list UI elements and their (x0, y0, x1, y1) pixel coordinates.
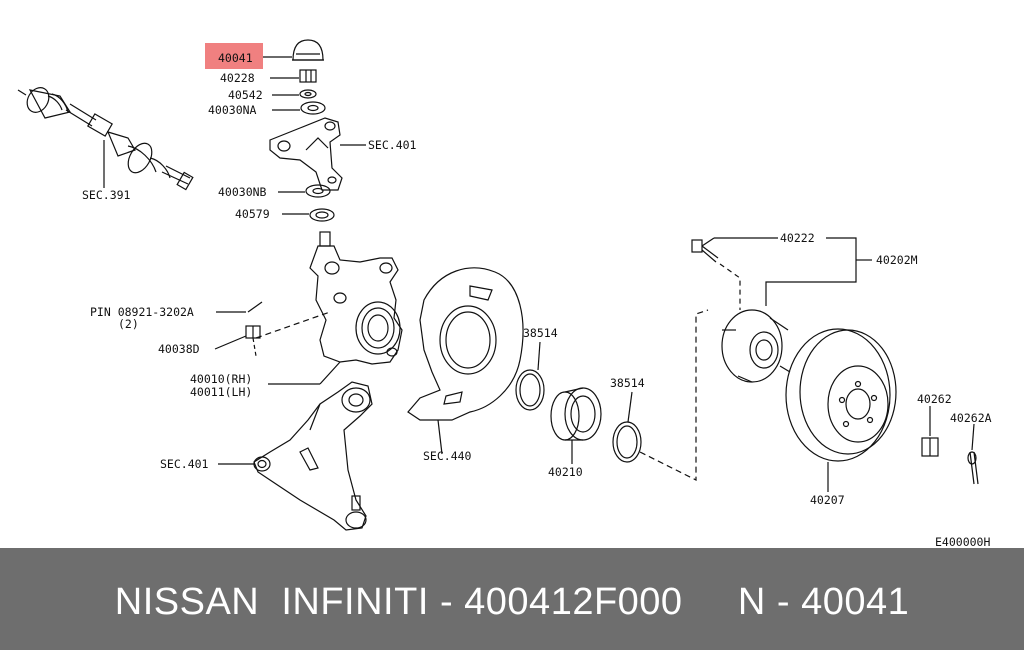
label-40010-rh[interactable]: 40010(RH) (190, 372, 252, 386)
label-40041[interactable]: 40041 (218, 51, 253, 65)
steering-knuckle-icon (309, 231, 403, 365)
brake-disc-icon (785, 328, 897, 462)
wheel-hub-icon (721, 309, 791, 383)
dust-shield-icon (407, 267, 524, 421)
lower-control-arm-icon (253, 381, 373, 531)
label-sec-401-bottom[interactable]: SEC.401 (160, 457, 209, 471)
label-40542[interactable]: 40542 (228, 88, 263, 102)
parts-diagram: SEC.391 40041 40228 40542 40030NA SEC.40… (17, 39, 992, 548)
label-sec-391[interactable]: SEC.391 (82, 188, 131, 202)
wheel-bearing-icon (550, 387, 602, 441)
bearing-40030nb-icon (305, 184, 331, 198)
label-38514-a[interactable]: 38514 (523, 326, 558, 340)
seal-40579-icon (309, 208, 335, 222)
label-40011-lh[interactable]: 40011(LH) (190, 385, 252, 399)
label-40262[interactable]: 40262 (917, 392, 952, 406)
snap-ring-b-icon (612, 421, 642, 463)
bumper-cap-icon (292, 39, 324, 61)
label-40228[interactable]: 40228 (220, 71, 255, 85)
label-40222[interactable]: 40222 (780, 231, 815, 245)
pin-icon (247, 301, 263, 313)
label-40030na[interactable]: 40030NA (208, 103, 257, 117)
strut-mount-icon (269, 117, 343, 191)
label-pin[interactable]: PIN 08921-3202A (90, 305, 194, 319)
bearing-40030na-icon (300, 101, 326, 115)
highlight-40041 (205, 43, 263, 69)
label-sec-440[interactable]: SEC.440 (423, 449, 472, 463)
drive-shaft-icon (17, 87, 194, 191)
label-40579[interactable]: 40579 (235, 207, 270, 221)
snap-ring-a-icon (515, 369, 545, 411)
hub-nut-icon (921, 437, 939, 457)
label-40038d[interactable]: 40038D (158, 342, 200, 356)
label-40202m[interactable]: 40202M (876, 253, 918, 267)
footer-title: NISSAN INFINITI - 400412F000 N - 40041 (114, 581, 910, 623)
footer-bar: NISSAN INFINITI - 400412F000 N - 40041 (0, 548, 1024, 650)
washer-40542-icon (299, 89, 317, 99)
label-38514-b[interactable]: 38514 (610, 376, 645, 390)
diagram-code: E400000H (935, 535, 990, 548)
nut-40228-icon (299, 69, 317, 83)
nut-40038d-icon (245, 325, 261, 339)
label-40207[interactable]: 40207 (810, 493, 845, 507)
label-pin-qty[interactable]: (2) (118, 317, 139, 331)
cotter-pin-icon (967, 451, 979, 485)
label-sec-401-top[interactable]: SEC.401 (368, 138, 417, 152)
label-40262a[interactable]: 40262A (950, 411, 992, 425)
label-40210[interactable]: 40210 (548, 465, 583, 479)
label-40030nb[interactable]: 40030NB (218, 185, 267, 199)
